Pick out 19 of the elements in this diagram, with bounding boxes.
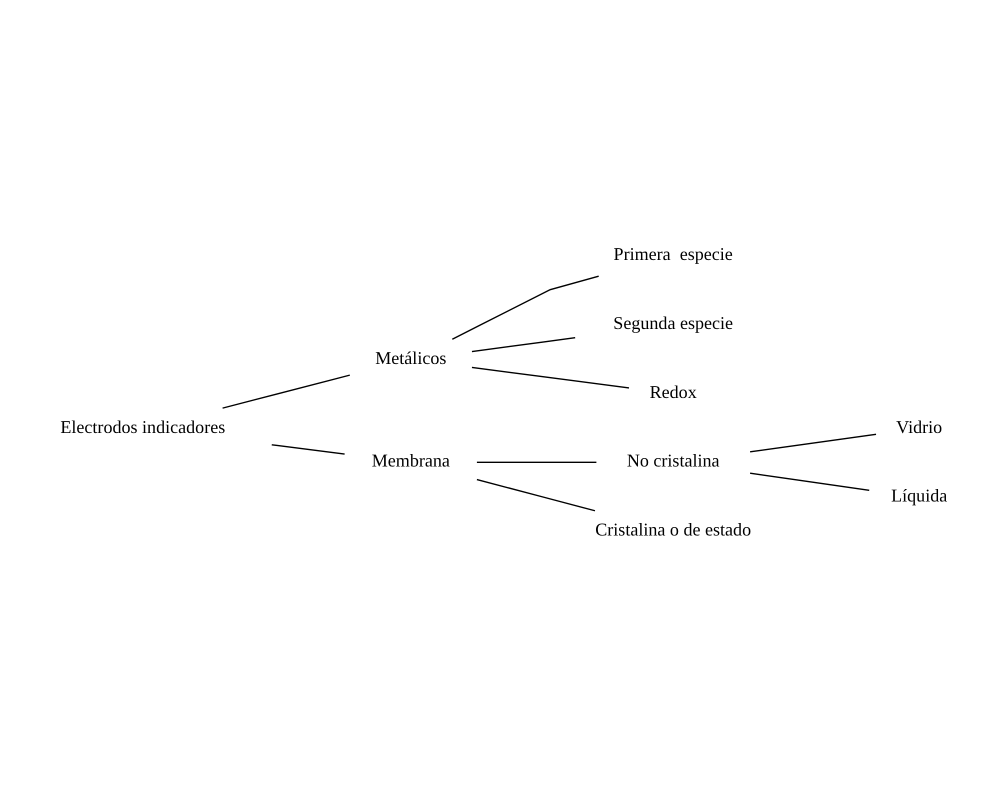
node-text: Metálicos [374, 348, 446, 368]
connector [271, 444, 344, 455]
node-text: Líquida [890, 486, 947, 506]
node-text: Membrana [371, 450, 450, 471]
node-text: Segunda especie [612, 312, 733, 333]
node-text: Cristalina o de estado [594, 519, 751, 540]
connector [750, 472, 869, 491]
connector [451, 276, 598, 340]
node-text: No cristalina [626, 450, 720, 471]
connector [471, 366, 629, 389]
connector [476, 462, 596, 464]
node-text: Redox [649, 382, 696, 402]
node-text: Electrodos indicadores [60, 416, 225, 437]
connector [476, 478, 595, 512]
connector [222, 374, 350, 409]
node-text: Primera especie [613, 244, 732, 264]
node-text: Vidrio [896, 416, 942, 437]
connector [471, 337, 575, 352]
connector [750, 434, 876, 452]
